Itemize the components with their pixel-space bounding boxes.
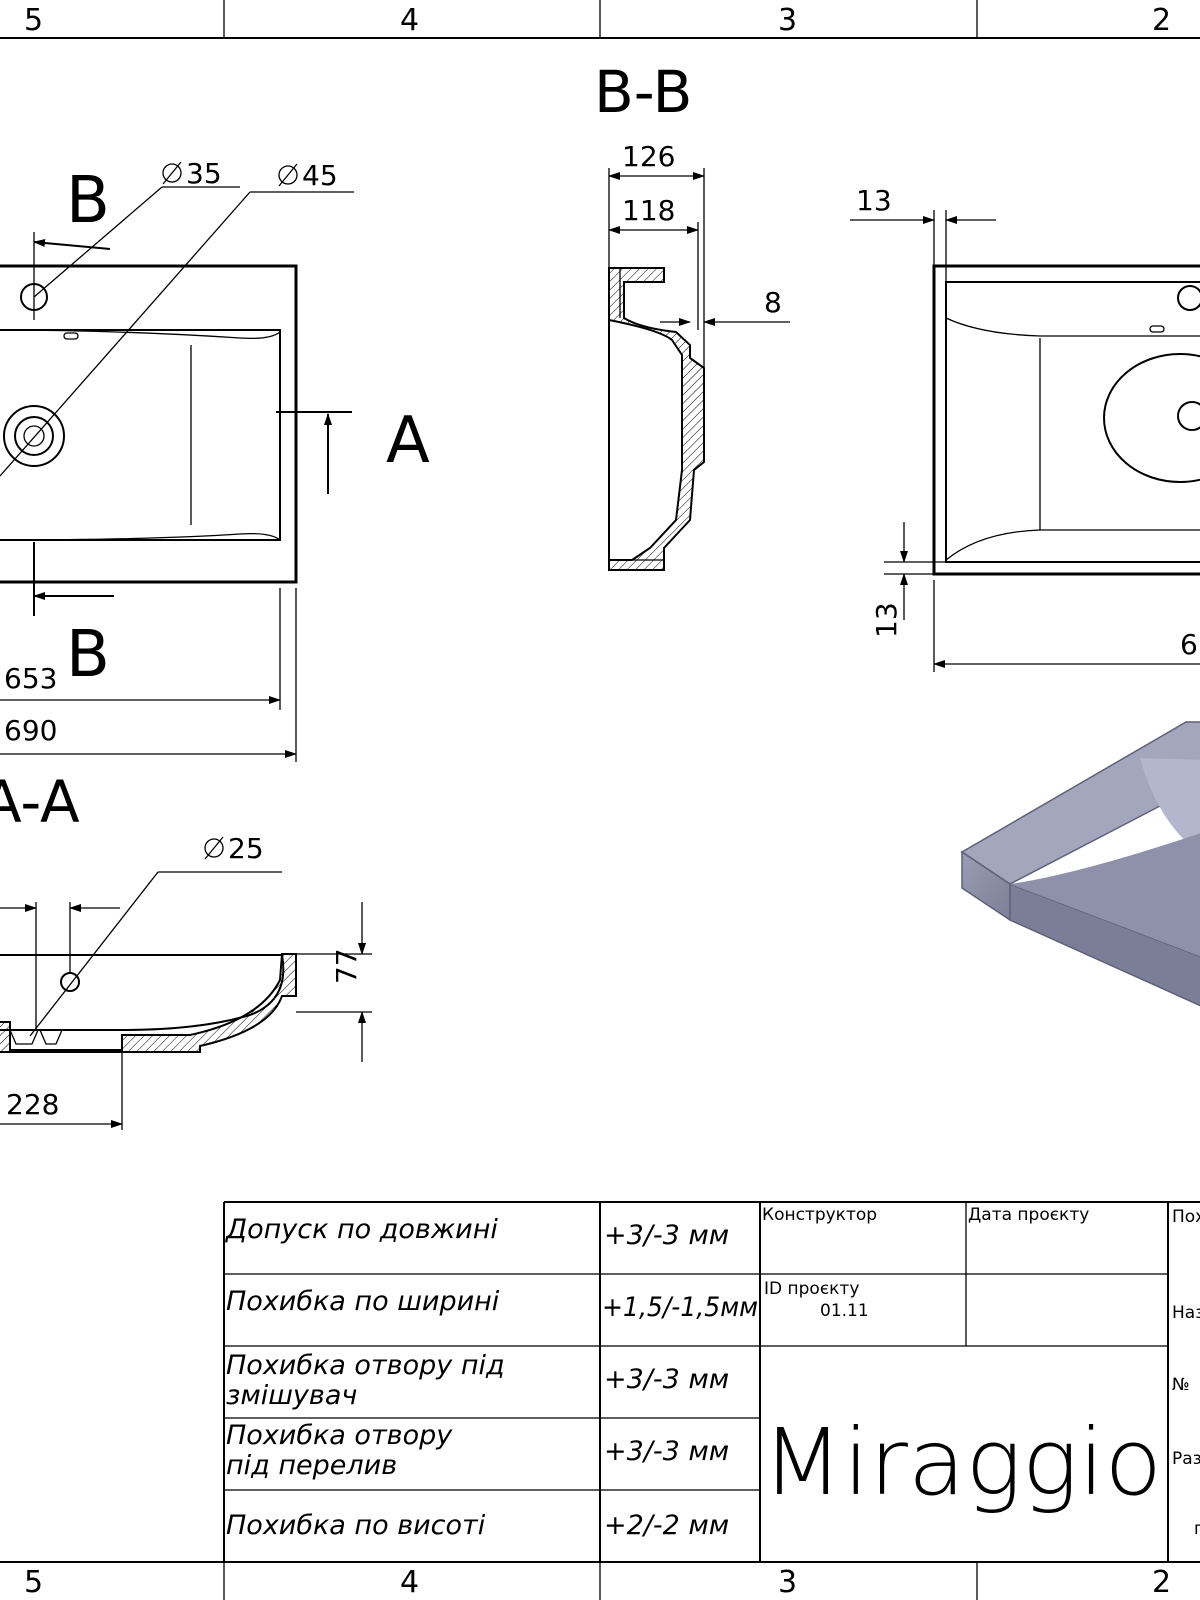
tb-row-2-value: +1,5/-1,5мм — [602, 1292, 758, 1323]
tb-row-3-value: +3/-3 мм — [604, 1364, 729, 1395]
tb-logo: Miraggio — [762, 1409, 1162, 1516]
dim-118: 118 — [622, 194, 675, 227]
zone-top-5: 5 — [24, 3, 43, 38]
dia-25-label: 25 — [204, 832, 264, 865]
top-view-right — [850, 210, 1200, 672]
zone-bottom-3: 3 — [778, 1565, 797, 1600]
tb-right-2: Наз — [1172, 1303, 1200, 1323]
tb-project-id: 01.11 — [820, 1301, 869, 1321]
tb-row-4-value: +3/-3 мм — [604, 1436, 729, 1467]
zone-top-4: 4 — [400, 3, 419, 38]
dim-653: 653 — [4, 662, 57, 695]
dim-13-side: 13 — [870, 602, 903, 638]
tb-project-id-label: ID проєкту — [764, 1279, 859, 1299]
section-aa-view — [0, 871, 372, 1130]
tb-row-2-label: Похибка по ширині — [226, 1286, 500, 1317]
tb-row-5-value: +2/-2 мм — [604, 1510, 729, 1541]
dia-35-label: 35 — [162, 157, 222, 190]
dim-35: 35 — [186, 157, 222, 190]
section-label-a: A — [386, 404, 430, 478]
dim-13-top: 13 — [856, 184, 892, 217]
zone-bottom-5: 5 — [24, 1565, 43, 1600]
dim-8: 8 — [764, 286, 782, 319]
3d-view — [960, 721, 1200, 1007]
section-title-bb: B-B — [594, 58, 692, 126]
dim-25: 25 — [228, 832, 264, 865]
tb-constructor: Конструктор — [762, 1205, 877, 1225]
zone-bottom-2: 2 — [1152, 1565, 1171, 1600]
tb-right-5: г — [1194, 1519, 1200, 1539]
zone-top-2: 2 — [1152, 3, 1171, 38]
dim-6: 6 — [1180, 628, 1198, 661]
tb-row-5-label: Похибка по висоті — [226, 1510, 486, 1541]
dim-690: 690 — [4, 714, 57, 747]
tb-right-3: № — [1172, 1375, 1190, 1395]
zone-top-3: 3 — [778, 3, 797, 38]
top-view — [0, 186, 354, 762]
tb-row-1-label: Допуск по довжині — [225, 1214, 498, 1245]
section-title-aa: A-A — [0, 768, 80, 836]
tb-project-date: Дата проєкту — [968, 1205, 1089, 1225]
dim-77: 77 — [330, 948, 363, 984]
tb-right-4: Раз — [1172, 1449, 1200, 1469]
title-block — [223, 1201, 1200, 1562]
dim-45: 45 — [302, 159, 338, 192]
section-label-b-lower: B — [66, 618, 110, 692]
section-bb-view — [608, 168, 790, 571]
tb-right-1: Пох — [1172, 1207, 1200, 1227]
zone-bottom-4: 4 — [400, 1565, 419, 1600]
section-label-b-upper: B — [66, 164, 110, 238]
dim-126: 126 — [622, 140, 675, 173]
dia-45-label: 45 — [278, 159, 338, 192]
tb-row-1-value: +3/-3 мм — [604, 1220, 729, 1251]
dim-228: 228 — [6, 1088, 59, 1121]
